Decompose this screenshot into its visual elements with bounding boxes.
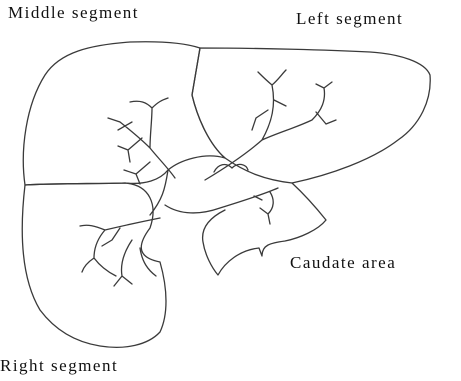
middle-segment-outline xyxy=(23,42,225,185)
left-segment-ducts xyxy=(205,70,336,180)
middle-segment-label: Middle segment xyxy=(8,3,139,23)
left-segment-outline xyxy=(192,48,430,183)
porta-hepatis xyxy=(150,170,278,215)
caudate-area-label: Caudate area xyxy=(290,253,396,273)
caudate-ducts xyxy=(254,192,273,224)
middle-segment-ducts xyxy=(108,98,175,184)
right-segment-label: Right segment xyxy=(0,356,118,376)
left-segment-label: Left segment xyxy=(296,9,403,29)
right-segment-outline xyxy=(22,183,166,347)
right-segment-ducts xyxy=(80,218,160,286)
